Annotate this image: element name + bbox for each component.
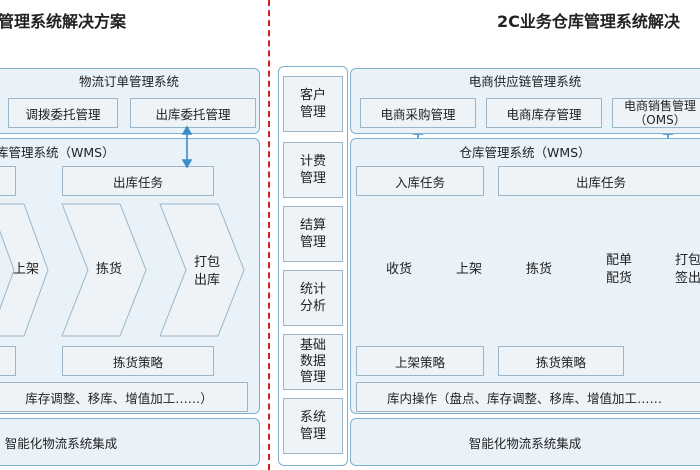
- right-task-inbound: 入库任务: [356, 166, 484, 196]
- left-stage-chevron-3: [159, 203, 245, 337]
- left-stage-chevron-1: [0, 203, 49, 337]
- right-ecom-title: 电商供应链管理系统: [468, 73, 582, 89]
- right-stage-4: 配单 配货: [605, 253, 632, 286]
- middle-item-billing: 计费 管理: [283, 142, 343, 198]
- middle-item-system: 系统 管理: [283, 398, 343, 454]
- left-integration-panel: [0, 418, 260, 466]
- right-task-outbound: 出库任务: [498, 166, 700, 196]
- left-stage-1: 上架: [12, 262, 39, 277]
- left-strategy-picking: 拣货策略: [62, 346, 214, 376]
- left-inventory-ops: 库存调整、移库、增值加工……）: [0, 382, 248, 412]
- right-stage-5: 打包 签出: [674, 253, 700, 286]
- right-title: 2C业务仓库管理系统解决: [497, 12, 680, 31]
- right-integration-label: 智能化物流系统集成: [468, 435, 582, 451]
- right-wms-title: 仓库管理系统（WMS）: [459, 144, 591, 160]
- right-inventory-ops: 库内操作（盘点、库存调整、移库、增值加工……: [356, 382, 700, 412]
- right-stage-3: 拣货: [525, 262, 552, 277]
- right-strategy-picking: 拣货策略: [498, 346, 624, 376]
- middle-item-statistics: 统计 分析: [283, 270, 343, 326]
- right-integration-panel: [350, 418, 700, 466]
- left-task-inbound-partial: [0, 166, 16, 196]
- left-oms-title: 物流订单管理系统: [78, 73, 179, 89]
- right-strategy-putaway: 上架策略: [356, 346, 484, 376]
- left-stage-3: 打包 出库: [193, 255, 220, 288]
- left-stage-chevron-2: [61, 203, 147, 337]
- middle-item-customer: 客户 管理: [283, 76, 343, 132]
- left-oms-item-transfer: 调拨委托管理: [8, 98, 118, 128]
- section-divider: [268, 0, 270, 470]
- right-ecom-purchase: 电商采购管理: [360, 98, 476, 128]
- right-ecom-inventory: 电商库存管理: [486, 98, 602, 128]
- left-title: 管理系统解决方案: [0, 12, 127, 31]
- middle-item-basic-data: 基础 数据 管理: [283, 334, 343, 390]
- left-wms-title: 库管理系统（WMS）: [0, 144, 115, 160]
- right-stage-2: 上架: [455, 262, 482, 277]
- right-ecom-sales: 电商销售管理 （OMS）: [612, 98, 700, 128]
- left-task-outbound: 出库任务: [62, 166, 214, 196]
- middle-item-settlement: 结算 管理: [283, 206, 343, 262]
- left-stage-2: 拣货: [95, 262, 122, 277]
- left-strategy-putaway-partial: [0, 346, 16, 376]
- left-integration-label: 智能化物流系统集成: [4, 435, 118, 451]
- right-stage-1: 收货: [385, 262, 412, 277]
- left-oms-item-outbound: 出库委托管理: [130, 98, 256, 128]
